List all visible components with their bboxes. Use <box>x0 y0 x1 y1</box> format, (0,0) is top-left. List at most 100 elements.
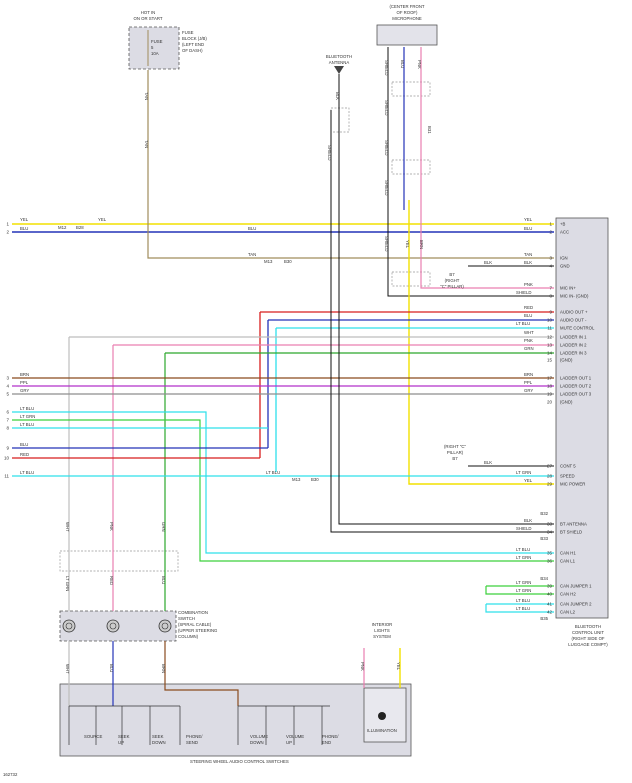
module-pin-label: GND <box>560 264 570 269</box>
wire-label: PNK <box>109 522 114 531</box>
wire-label: BLK <box>524 260 532 265</box>
module-pin-number: 33 <box>547 522 553 527</box>
wire-label: TAN <box>144 140 149 148</box>
module-pin-label: MIC POWER <box>560 482 585 487</box>
module-pin-label: IGN <box>560 256 568 261</box>
module-pin-number: 7 <box>549 286 552 291</box>
connector-id: M13 <box>292 477 301 482</box>
module-pin-label: +B <box>560 222 566 227</box>
module-pin-label: LADDER IN 3 <box>560 351 587 356</box>
module-pin-label: CONT 5 <box>560 464 576 469</box>
wire-label: LT BLU <box>516 606 530 611</box>
module-pin-label: CAN H2 <box>560 592 576 597</box>
switch-phone-end: PHONE/ <box>322 734 339 739</box>
interior-name: INTERIOR <box>372 622 393 627</box>
module-pin-number: 9 <box>549 310 552 315</box>
module-pin-label: CAN H1 <box>560 551 576 556</box>
connector-id: B30 <box>284 259 292 264</box>
wire-label: BLU <box>109 664 114 672</box>
switch-volume-down: DOWN <box>250 740 264 745</box>
switch-name: (SPIRAL CABLE) <box>178 622 212 627</box>
module-pin-label: BT SHIELD <box>560 530 582 535</box>
module-name: (RIGHT SIDE OF <box>571 636 604 641</box>
wire-label: SHIELD <box>516 290 532 295</box>
module-pin-label: CAN L1 <box>560 559 576 564</box>
steering-title: STEERING WHEEL AUDIO CONTROL SWITCHES <box>190 759 289 764</box>
switch-volume-down: VOLUME <box>250 734 268 739</box>
module-pin-label: MUTE CONTROL <box>560 326 595 331</box>
wire-label: BRN <box>161 664 166 673</box>
wire-label: BLU <box>248 226 256 231</box>
connector-id: B35 <box>540 616 548 621</box>
module-pin-label: LADDER OUT 2 <box>560 384 592 389</box>
module-name: CONTROL UNIT <box>572 630 604 635</box>
wire-shield-antenna <box>330 110 554 533</box>
wire-label: GRY <box>524 388 533 393</box>
switch-name: COLUMN) <box>178 634 199 639</box>
wire-blu-audio <box>267 319 554 448</box>
ground-label: (RIGHT <box>445 278 460 283</box>
module-pin-number: 28 <box>547 474 553 479</box>
wire-ltblu-jumper <box>485 603 554 613</box>
wire-label: BLK <box>484 460 492 465</box>
wire-label: LT BLU <box>516 321 530 326</box>
wire-label: BLU <box>400 60 405 68</box>
wire-label: WHT <box>65 664 70 674</box>
switch-seek-up: UP <box>118 740 124 745</box>
module-pin-number: 42 <box>547 610 553 615</box>
wire-wht-ladder <box>68 336 554 611</box>
module-pin-number: 1 <box>549 222 552 227</box>
switch-source: SOURCE <box>84 734 103 739</box>
module-pin-number: 41 <box>547 602 553 607</box>
wire-label: BLU <box>524 226 532 231</box>
wire-label: LT BLU <box>516 598 530 603</box>
module-pin-number: 14 <box>547 351 553 356</box>
module-pin-label: BT ANTENNA <box>560 522 587 527</box>
module-pin-label: AUDIO OUT + <box>560 310 588 315</box>
fuse-block-label: OF DASH) <box>182 48 203 53</box>
ground-label: (RIGHT "C" <box>444 444 467 449</box>
wire-label: GRN <box>524 346 534 351</box>
bluetooth-control-unit <box>555 217 609 619</box>
microphone-box <box>376 24 438 46</box>
connector-id: B31 <box>427 126 432 134</box>
module-pin-number: 36 <box>547 559 553 564</box>
wire-label: BLK <box>524 518 532 523</box>
module-pin-label: CAN L2 <box>560 610 576 615</box>
wire-label: SHIELD <box>516 526 532 531</box>
connector-id: B30 <box>311 477 319 482</box>
connector-id: M13 <box>264 259 273 264</box>
wire-label: TAN <box>248 252 256 257</box>
connector-id: B34 <box>540 576 548 581</box>
module-pin-number: 11 <box>547 326 552 331</box>
line-number: 1 <box>6 222 9 227</box>
wire-label: LT GRN <box>516 580 531 585</box>
fuse-block-label: BLOCK (J/B) <box>182 36 207 41</box>
wire-label: LT BLU <box>20 470 34 475</box>
module-pin-label: CAN JUMPER 2 <box>560 602 592 607</box>
module-pin-label: LADDER IN 1 <box>560 335 587 340</box>
hot-label: ON OR START <box>134 16 163 21</box>
module-pin-label: AUDIO OUT - <box>560 318 587 323</box>
switch-ladder <box>68 705 330 745</box>
wire-mic-yel <box>408 200 554 485</box>
ground-label: B7 <box>449 272 455 277</box>
wire-label: LT GRN <box>65 576 70 591</box>
wire-label: RED <box>109 576 114 585</box>
module-pin-label: MIC IN- (GND) <box>560 294 589 299</box>
wire-label: WHT <box>524 330 534 335</box>
line-number: 8 <box>6 426 9 431</box>
wire-label: SHIELD <box>384 60 389 76</box>
module-pin-label: LADDER OUT 3 <box>560 392 592 397</box>
wire-label: PPL <box>20 380 29 385</box>
module-pin-number: 39 <box>547 584 553 589</box>
mic-location: OF ROOF) <box>396 10 418 15</box>
line-number: 9 <box>6 446 9 451</box>
module-pin-number: 4 <box>549 264 552 269</box>
antenna-label: ANTENNA <box>329 60 350 65</box>
module-pin-number: 12 <box>547 335 553 340</box>
switch-seek-down: DOWN <box>152 740 166 745</box>
wire-mic-pnk <box>420 47 554 289</box>
